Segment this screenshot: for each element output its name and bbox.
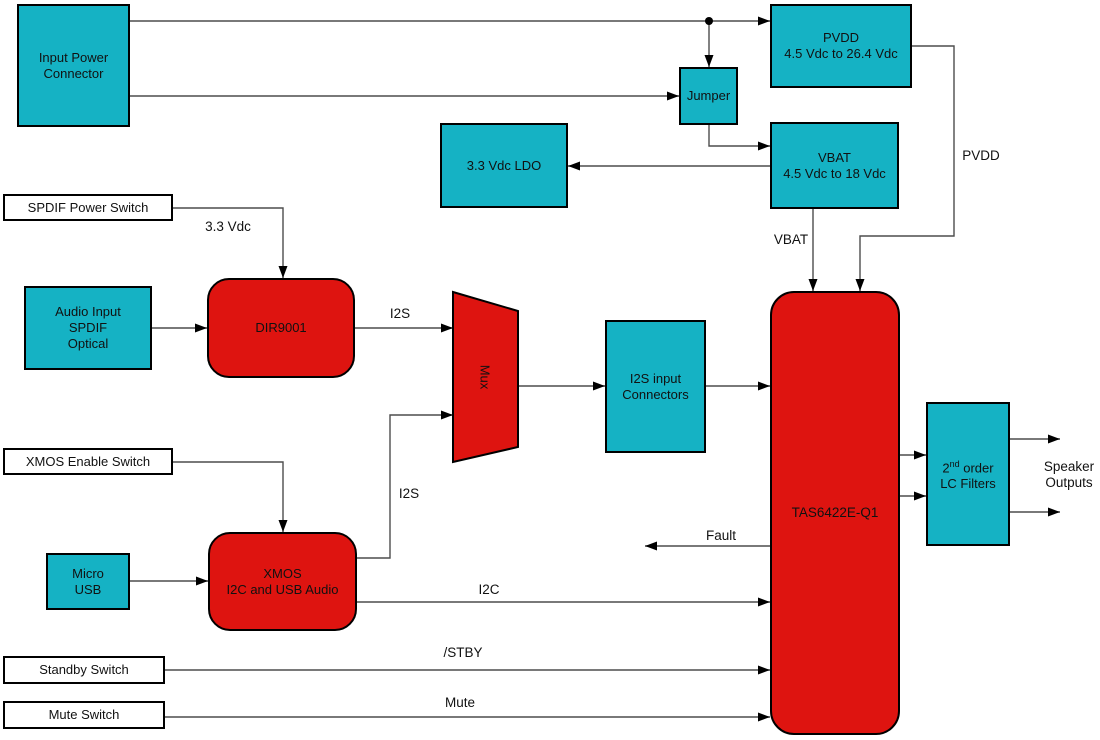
wire-jumper-to-vbat — [708, 125, 770, 151]
node-mute-switch: Mute Switch — [3, 701, 165, 729]
label-speaker-outputs: Speaker Outputs — [1043, 459, 1095, 490]
label-pvdd: PVDD — [962, 148, 1000, 163]
node-xmos-enable-switch: XMOS Enable Switch — [3, 448, 173, 475]
node-dir9001: DIR9001 — [207, 278, 355, 378]
mux-node — [452, 290, 519, 464]
wire-spdif-to-dir9001 — [173, 207, 288, 278]
lc-filters-superscript: nd — [949, 458, 960, 469]
label-i2s-bottom: I2S — [398, 486, 420, 501]
label-mute: Mute — [444, 695, 476, 710]
node-xmos: XMOS I2C and USB Audio — [208, 532, 357, 631]
tas6422e-q1-label: TAS6422E-Q1 — [791, 505, 879, 520]
node-pvdd-supply: PVDD 4.5 Vdc to 26.4 Vdc — [770, 4, 912, 88]
label-stby: /STBY — [443, 645, 483, 660]
node-audio-input-spdif: Audio Input SPDIF Optical — [24, 286, 152, 370]
junction-dot — [705, 17, 713, 25]
wire-enable-to-xmos — [173, 461, 288, 532]
node-lc-filters: 2nd order LC Filters — [926, 402, 1010, 546]
label-i2s-top: I2S — [389, 306, 411, 321]
label-vbat: VBAT — [773, 232, 809, 247]
wire-pvdd-to-tas — [855, 45, 955, 291]
node-i2s-input-connectors: I2S input Connectors — [605, 320, 706, 453]
node-spdif-power-switch: SPDIF Power Switch — [3, 194, 173, 221]
lc-filters-line2: LC Filters — [940, 476, 996, 492]
node-tas6422e-q1 — [770, 291, 900, 735]
node-vbat-supply: VBAT 4.5 Vdc to 18 Vdc — [770, 122, 899, 209]
mux-label: Mux — [477, 364, 493, 390]
label-fault: Fault — [705, 528, 737, 543]
label-i2c: I2C — [478, 582, 500, 597]
node-micro-usb: Micro USB — [46, 553, 130, 610]
node-ldo: 3.3 Vdc LDO — [440, 123, 568, 208]
node-input-power-connector: Input Power Connector — [17, 4, 130, 127]
label-3v3-vdc: 3.3 Vdc — [205, 219, 251, 234]
wire-xmos-to-mux — [357, 410, 453, 559]
node-jumper: Jumper — [679, 67, 738, 125]
lc-filters-line1: 2nd order — [942, 458, 994, 476]
node-standby-switch: Standby Switch — [3, 656, 165, 684]
